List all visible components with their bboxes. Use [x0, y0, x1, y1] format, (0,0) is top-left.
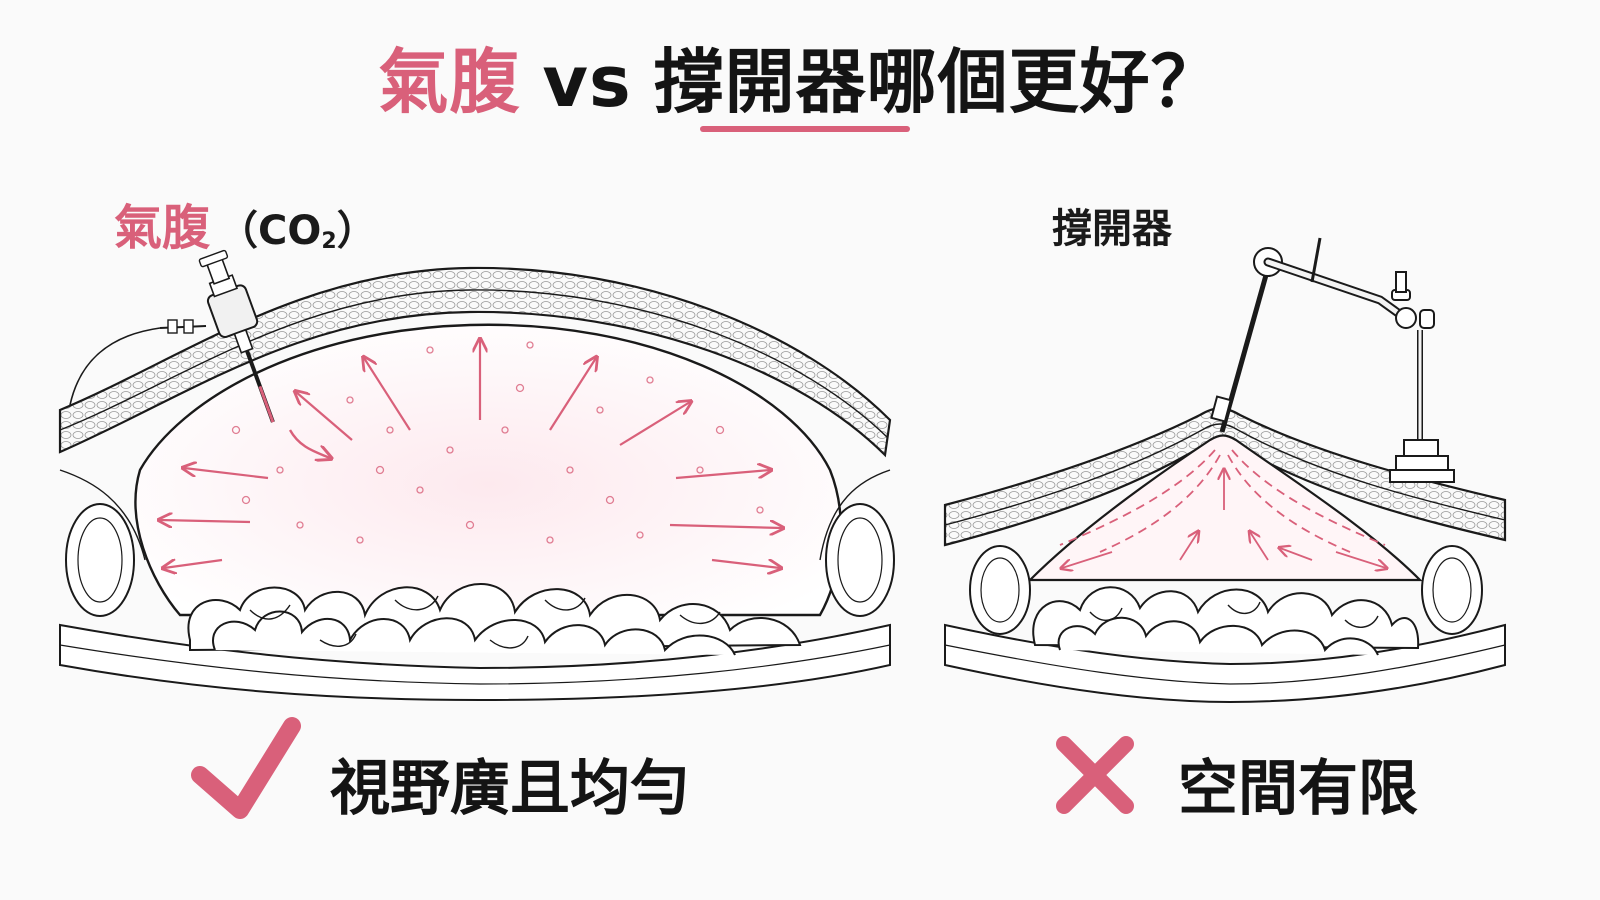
title-underline [700, 126, 910, 132]
left-co2-bubbles [231, 341, 764, 544]
left-expansion-arrows [160, 340, 782, 568]
right-tented-cavity [1027, 434, 1423, 582]
right-abdomen-diagram [943, 237, 1507, 704]
left-insufflation-trocar [69, 249, 330, 458]
page-title: 氣腹 vs 撐開器哪個更好？ [0, 26, 1600, 127]
check-icon [191, 717, 301, 819]
left-abdominal-wall [58, 266, 892, 458]
left-verdict-text: 視野廣且均勻 [330, 754, 690, 824]
left-posterior-wall [59, 623, 891, 702]
left-kidney-left [65, 503, 135, 617]
right-limited-space-arrows [1060, 449, 1386, 568]
left-panel-label: 氣腹（CO2） [114, 188, 377, 258]
left-abdomen-diagram [58, 249, 895, 702]
cross-icon [1056, 736, 1134, 814]
right-retractor-arm [1210, 237, 1455, 483]
left-kidney-right [825, 503, 895, 617]
right-posterior-wall [944, 623, 1506, 704]
title-vs: vs [542, 41, 632, 123]
left-intestines [187, 583, 802, 656]
right-kidney-left [969, 545, 1031, 635]
right-verdict-text: 空間有限 [1178, 754, 1418, 824]
left-inflated-cavity [134, 323, 843, 617]
left-label-co2: （CO2） [218, 208, 377, 254]
left-label-main: 氣腹 [114, 200, 211, 256]
right-kidney-right [1421, 545, 1483, 635]
title-retractor-question: 撐開器哪個更好？ [653, 41, 1222, 123]
right-intestines [1032, 586, 1420, 656]
title-insufflation: 氣腹 [378, 41, 521, 123]
right-panel-label: 撐開器 [1052, 206, 1172, 252]
